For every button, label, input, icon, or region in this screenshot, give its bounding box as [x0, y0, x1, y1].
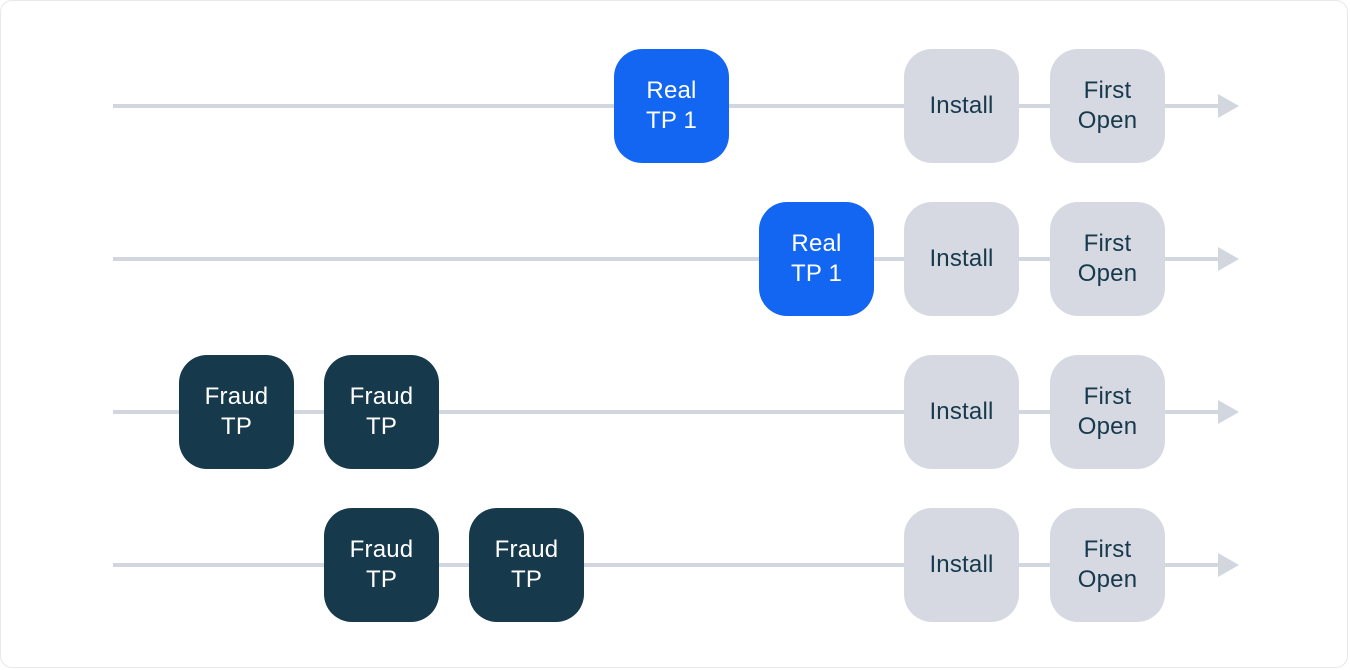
event-box-install: Install — [904, 49, 1019, 163]
event-box-first-open: First Open — [1050, 49, 1165, 163]
timeline-line — [113, 563, 1219, 567]
event-box-first-open: First Open — [1050, 508, 1165, 622]
event-box-install: Install — [904, 508, 1019, 622]
event-box-real-tp1: Real TP 1 — [614, 49, 729, 163]
event-box-fraud-tp: Fraud TP — [469, 508, 584, 622]
event-box-install: Install — [904, 202, 1019, 316]
event-box-install: Install — [904, 355, 1019, 469]
event-box-fraud-tp: Fraud TP — [324, 355, 439, 469]
event-box-first-open: First Open — [1050, 355, 1165, 469]
event-box-first-open: First Open — [1050, 202, 1165, 316]
arrow-right-icon — [1218, 247, 1239, 271]
timeline-line — [113, 410, 1219, 414]
timeline-line — [113, 257, 1219, 261]
arrow-right-icon — [1218, 553, 1239, 577]
event-box-real-tp1: Real TP 1 — [759, 202, 874, 316]
arrow-right-icon — [1218, 94, 1239, 118]
arrow-right-icon — [1218, 400, 1239, 424]
event-box-fraud-tp: Fraud TP — [179, 355, 294, 469]
event-box-fraud-tp: Fraud TP — [324, 508, 439, 622]
